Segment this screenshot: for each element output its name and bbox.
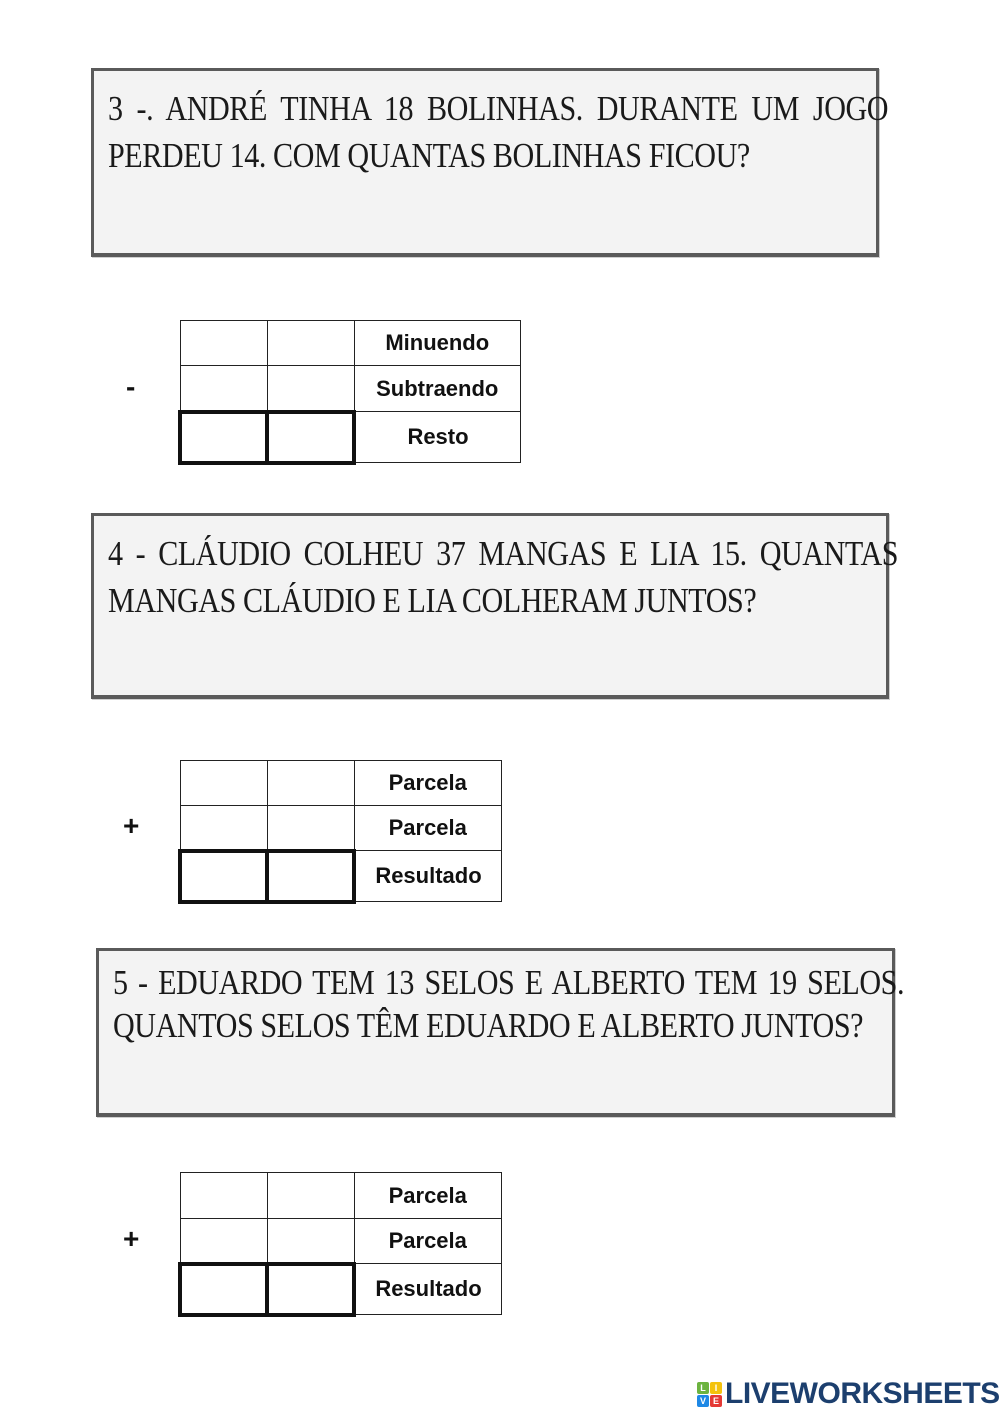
question-4-text: 4 - CLÁUDIO COLHEU 37 MANGAS E LIA 15. Q…	[108, 534, 899, 620]
liveworksheets-logo[interactable]: L I V E LIVEWORKSHEETS	[697, 1377, 1000, 1410]
answer-cell[interactable]	[266, 365, 355, 412]
logo-square-e: E	[710, 1394, 722, 1407]
table-row: Parcela	[179, 805, 502, 851]
table-row: Resultado	[178, 848, 502, 904]
table-row: Minuendo	[179, 320, 521, 366]
result-cell[interactable]	[178, 409, 269, 465]
table-row: Resultado	[178, 1261, 502, 1317]
row-label-resultado: Resultado	[353, 850, 502, 902]
answer-cell[interactable]	[266, 1172, 355, 1219]
logo-square-v: V	[697, 1394, 709, 1407]
row-label-minuendo: Minuendo	[353, 320, 521, 366]
answer-cell[interactable]	[179, 805, 268, 851]
row-label-parcela: Parcela	[353, 760, 502, 806]
minus-sign: -	[126, 371, 136, 402]
row-label-parcela: Parcela	[353, 1218, 502, 1264]
question-5-box: 5 - EDUARDO TEM 13 SELOS E ALBERTO TEM 1…	[96, 948, 905, 1117]
answer-cell[interactable]	[266, 320, 355, 366]
answer-cell[interactable]	[179, 760, 268, 806]
logo-square-i: I	[710, 1381, 722, 1394]
table-row: Parcela	[179, 1218, 502, 1264]
logo-square-l: L	[697, 1381, 709, 1394]
row-label-resultado: Resultado	[353, 1263, 502, 1315]
question-3-text: 3 -. ANDRÉ TINHA 18 BOLINHAS. DURANTE UM…	[108, 89, 889, 175]
question-3-box: 3 -. ANDRÉ TINHA 18 BOLINHAS. DURANTE UM…	[91, 68, 889, 257]
answer-cell[interactable]	[179, 1218, 268, 1264]
result-cell[interactable]	[265, 409, 356, 465]
logo-icon: L I V E	[697, 1381, 722, 1407]
subtraction-table: Minuendo Subtraendo Resto	[178, 320, 521, 465]
answer-cell[interactable]	[179, 365, 268, 412]
logo-text: LIVEWORKSHEETS	[725, 1377, 1000, 1410]
table-row: Resto	[178, 409, 521, 465]
answer-cell[interactable]	[179, 320, 268, 366]
row-label-subtraendo: Subtraendo	[353, 365, 521, 412]
result-cell[interactable]	[265, 1261, 356, 1317]
answer-cell[interactable]	[266, 1218, 355, 1264]
answer-cell[interactable]	[266, 805, 355, 851]
plus-sign: +	[123, 1223, 140, 1254]
plus-sign: +	[123, 810, 140, 841]
addition-table-1: Parcela Parcela Resultado	[178, 760, 502, 904]
addition-table-2: Parcela Parcela Resultado	[178, 1172, 502, 1317]
question-4-box: 4 - CLÁUDIO COLHEU 37 MANGAS E LIA 15. Q…	[91, 513, 899, 699]
row-label-resto: Resto	[353, 411, 521, 463]
table-row: Parcela	[179, 760, 502, 806]
question-5-text: 5 - EDUARDO TEM 13 SELOS E ALBERTO TEM 1…	[113, 963, 905, 1045]
answer-cell[interactable]	[179, 1172, 268, 1219]
result-cell[interactable]	[178, 848, 269, 904]
table-row: Parcela	[179, 1172, 502, 1219]
row-label-parcela: Parcela	[353, 1172, 502, 1219]
answer-cell[interactable]	[266, 760, 355, 806]
table-row: Subtraendo	[179, 365, 521, 412]
row-label-parcela: Parcela	[353, 805, 502, 851]
result-cell[interactable]	[178, 1261, 269, 1317]
result-cell[interactable]	[265, 848, 356, 904]
